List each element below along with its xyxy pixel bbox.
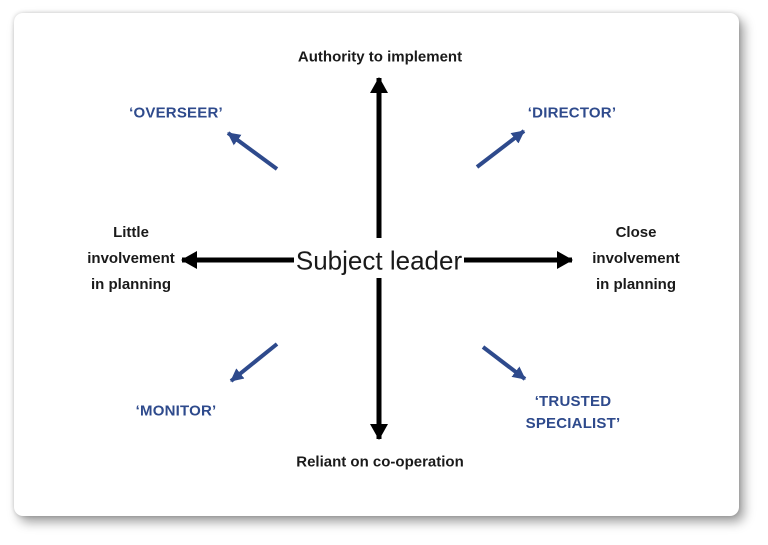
axis-label-line: involvement (592, 250, 680, 267)
axis-label-line: Close (615, 224, 657, 241)
axis-label-authority: Authority to implement (297, 48, 463, 66)
quadrant-label-line: SPECIALIST’ (525, 415, 621, 432)
quadrant-label-trusted-specialist: ‘TRUSTED SPECIALIST’ (526, 391, 621, 435)
axis-label-reliant: Reliant on co-operation (296, 453, 464, 471)
trusted-specialist-arrow (481, 345, 527, 381)
quadrant-label-monitor: ‘MONITOR’ (135, 402, 217, 420)
axis-label-line: involvement (87, 250, 175, 267)
axis-label-line: in planning (596, 276, 676, 293)
quadrant-label-overseer: ‘OVERSEER’ (129, 104, 223, 122)
overseer-arrow (226, 131, 279, 171)
axis-label-line: in planning (91, 276, 171, 293)
quadrant-label-line: ‘TRUSTED (534, 393, 612, 410)
axis-label-close-involvement: Close involvement in planning (592, 220, 680, 298)
axis-label-line: Little (113, 224, 149, 241)
monitor-arrow (229, 342, 279, 383)
director-arrow (475, 129, 526, 169)
axis-label-little-involvement: Little involvement in planning (87, 220, 175, 298)
quadrant-label-director: ‘DIRECTOR’ (527, 104, 617, 122)
center-label-subject-leader: Subject leader (295, 245, 463, 276)
